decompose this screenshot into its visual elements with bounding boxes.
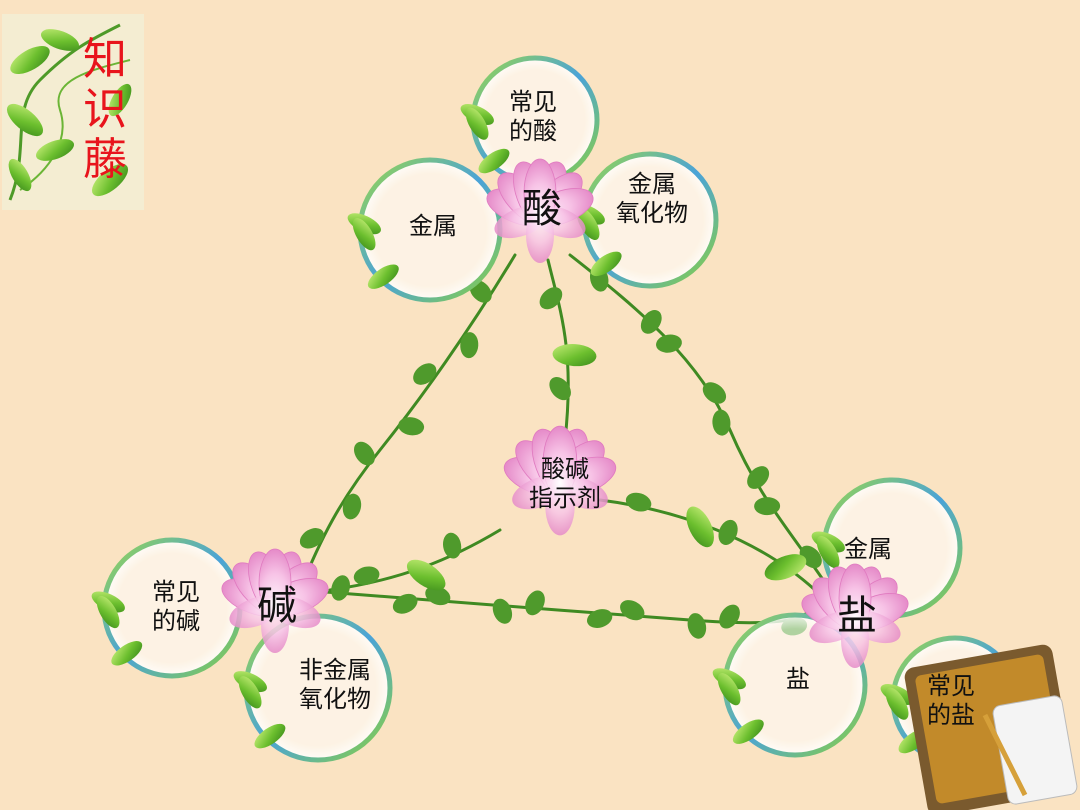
vine-leaf (687, 613, 707, 639)
vine-leaf (719, 604, 740, 629)
corner-vine-decoration (2, 14, 144, 210)
ring-leaf (238, 676, 262, 709)
lotus-flowers (221, 158, 909, 668)
base-node-common-bases: 常见的碱 (152, 578, 200, 636)
vine-leaf (754, 497, 781, 516)
vine-leaf (586, 609, 613, 628)
vine-leaf (539, 287, 563, 310)
vine-acid-indicator (546, 258, 570, 442)
lotus-indicator (503, 425, 617, 536)
vine-leaf (640, 310, 662, 334)
vine-leaf (718, 519, 738, 545)
ring-leaf (111, 641, 143, 666)
ring-leaf (465, 107, 489, 140)
ring-leaf (816, 535, 840, 569)
acid-node-metal-oxide: 金属氧化物 (616, 170, 688, 228)
vine-leaf (525, 590, 545, 616)
vine-leaf (442, 532, 462, 559)
ring-leaf (732, 719, 764, 744)
ring-leaf (590, 251, 622, 277)
ring-leaf (576, 207, 600, 240)
vine-leaf (764, 554, 807, 581)
vine-leaf (299, 528, 325, 549)
salt-node-common-salts: 常见的盐 (927, 672, 975, 730)
vine-leaf (549, 376, 571, 401)
vine-leaf (392, 593, 418, 614)
vine-leaf (398, 417, 425, 436)
vine-leaf (552, 344, 597, 367)
center-node-indicator: 酸碱指示剂 (529, 455, 601, 513)
vine-acid-salt (568, 253, 832, 592)
vine-base-salt (298, 588, 832, 625)
vine-leaf (353, 441, 375, 466)
vine-leaf (620, 600, 645, 621)
lotus-salt (801, 563, 909, 668)
hub-salt: 盐 (837, 593, 877, 639)
lotus-acid (486, 158, 594, 263)
ring-leaf (717, 673, 741, 706)
vine-leaf (425, 585, 451, 606)
title-char-3: 藤 (83, 134, 127, 185)
vine-leaf (460, 332, 479, 359)
ring-leaf (367, 264, 399, 289)
vine-leaf (686, 506, 714, 548)
vine-leaf (331, 575, 350, 601)
vine-leaf (747, 466, 770, 489)
notebook-icon (904, 644, 1078, 810)
vine-leaf (712, 409, 731, 436)
lotus-base (221, 548, 329, 653)
vine-leaf (353, 566, 380, 585)
vine-leaf (702, 382, 727, 404)
vine-leaf (492, 598, 513, 624)
vine-leaf (406, 559, 446, 591)
vine-leaf (342, 493, 362, 520)
ring-leaf (352, 218, 376, 251)
salt-node-salt: 盐 (786, 665, 810, 693)
salt-node-metal: 金属 (844, 535, 892, 563)
hub-base: 碱 (257, 583, 297, 629)
hub-acid: 酸 (522, 186, 562, 232)
vine-leaf (625, 492, 652, 512)
ring-leaf (885, 687, 909, 720)
acid-node-metal: 金属 (409, 212, 457, 240)
title-char-1: 知 (83, 34, 127, 85)
ring-leaf (96, 595, 120, 629)
vine-leaf (656, 334, 682, 353)
title-char-2: 识 (83, 84, 127, 135)
acid-node-common-acids: 常见的酸 (509, 88, 557, 146)
base-node-nonmetal-oxide: 非金属氧化物 (299, 656, 371, 714)
ring-leaf (478, 148, 510, 174)
vine-leaf (413, 363, 437, 385)
ring-leaf (254, 723, 286, 749)
